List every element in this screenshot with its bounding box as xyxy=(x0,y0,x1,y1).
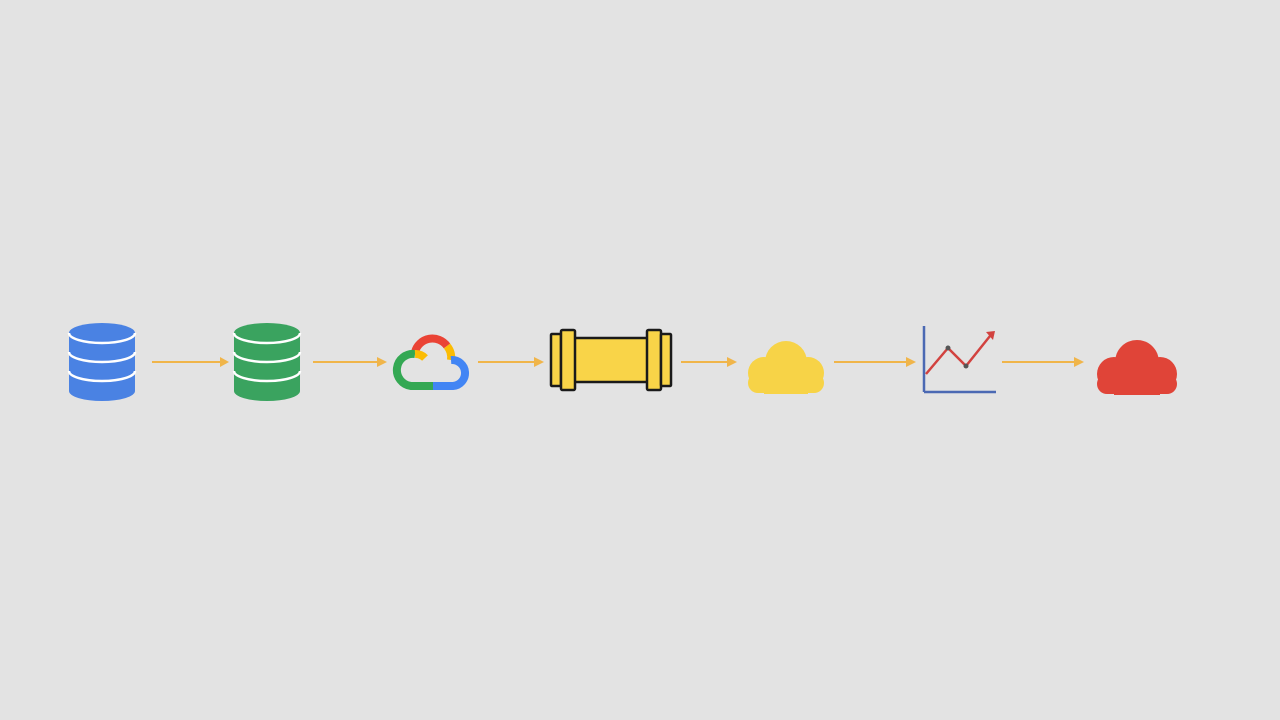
database-icon xyxy=(232,323,302,401)
staging-database-node xyxy=(232,322,302,402)
line-chart-icon xyxy=(922,326,996,394)
cloud-icon xyxy=(748,341,824,394)
yellow-cloud-node xyxy=(744,338,828,394)
google-cloud-logo-icon xyxy=(392,334,469,390)
google-cloud-node xyxy=(392,332,469,392)
flow-arrow xyxy=(1002,356,1088,368)
flow-arrow xyxy=(478,356,546,368)
data-pipeline-node xyxy=(549,328,673,394)
pipe-icon xyxy=(549,328,673,392)
cloud-icon xyxy=(1097,340,1177,395)
database-icon xyxy=(67,323,137,401)
flow-arrow xyxy=(834,356,920,368)
analytics-chart-node xyxy=(920,324,998,396)
red-cloud-node xyxy=(1094,338,1180,396)
flow-arrow xyxy=(152,356,230,368)
flow-arrow xyxy=(313,356,391,368)
flow-arrow xyxy=(681,356,739,368)
source-database-node xyxy=(67,322,137,402)
